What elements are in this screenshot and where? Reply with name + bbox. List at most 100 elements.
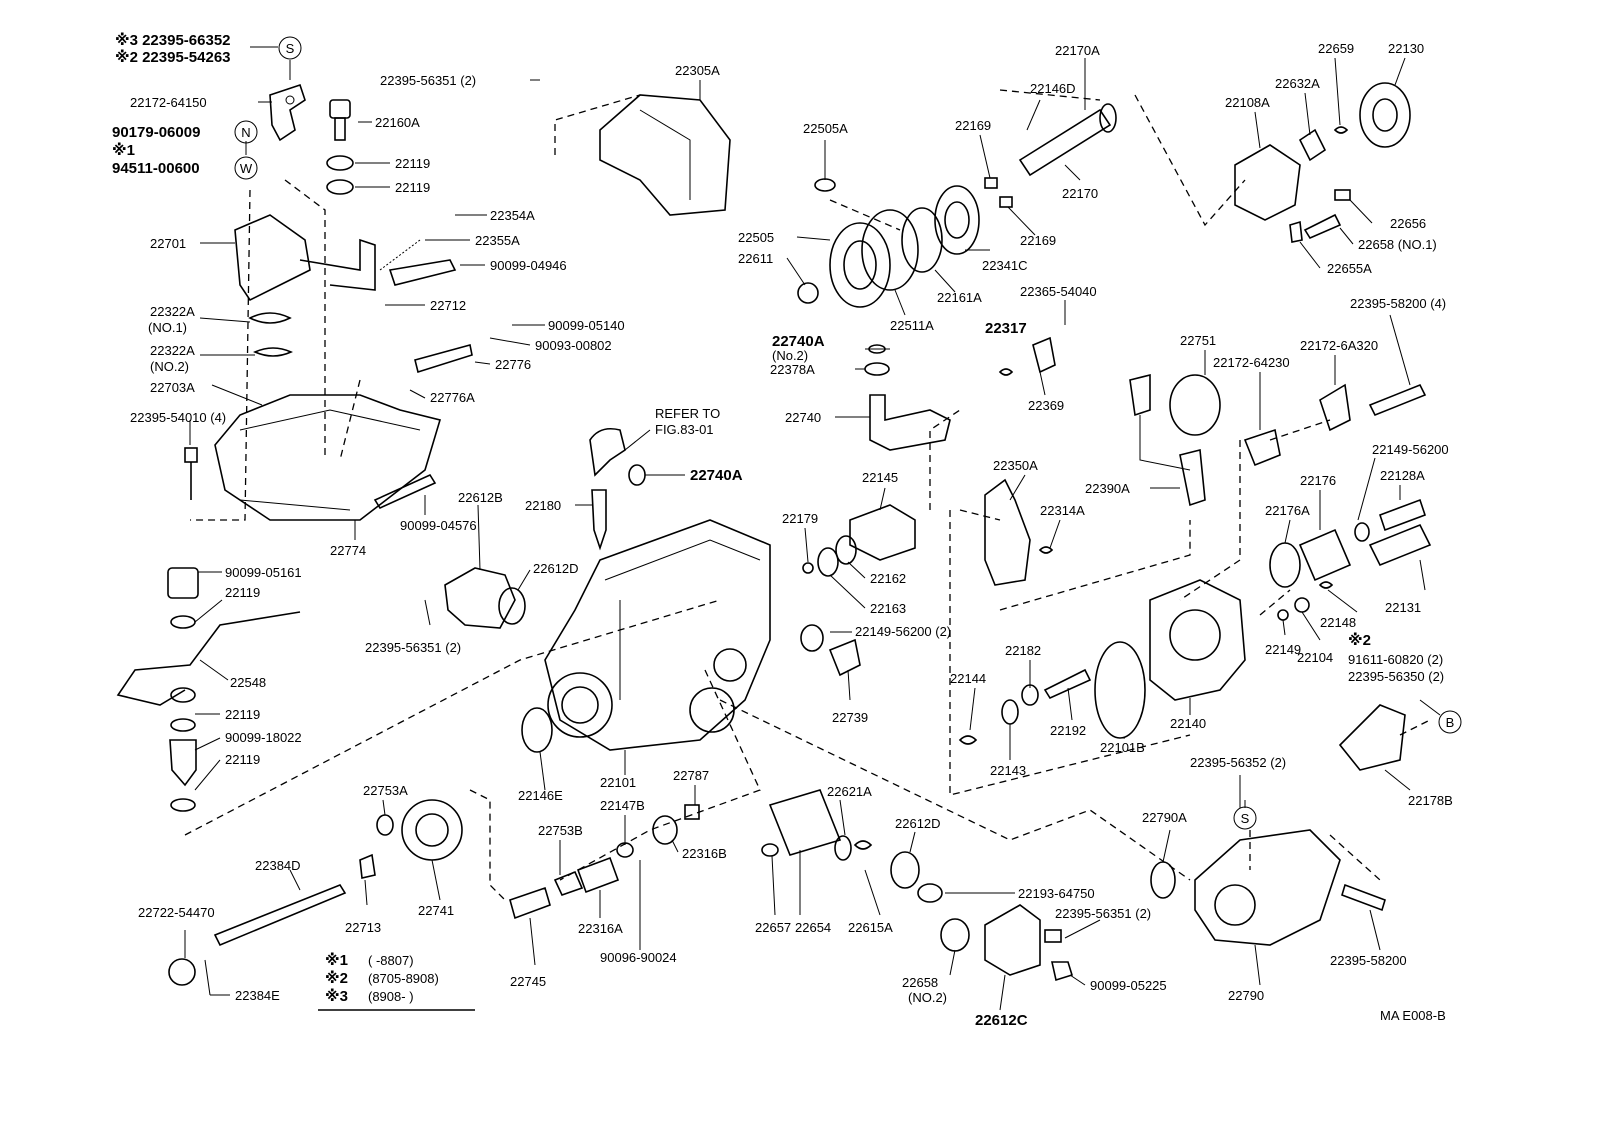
oring-22176A (1269, 542, 1301, 588)
valve-22740 (869, 394, 951, 451)
part-label: 22776A (430, 390, 475, 405)
part-label: 22317 (985, 320, 1027, 337)
part-label: 22146E (518, 788, 563, 803)
part-label: 22384E (235, 988, 280, 1003)
parts (116, 82, 1432, 986)
spring-22144 (958, 735, 978, 745)
nut-22611 (797, 282, 819, 304)
pipe-22548 (116, 611, 301, 706)
gear-22341C (934, 185, 980, 255)
part-label: 22712 (430, 298, 466, 313)
part-label: 22104 (1297, 650, 1333, 665)
part-22745 (509, 886, 551, 920)
symbol-s-bottom: S (1233, 806, 1257, 830)
part-label: 22146D (1030, 81, 1076, 96)
part-label: 22395-56351 (2) (1055, 906, 1151, 921)
part-label: 22162 (870, 571, 906, 586)
part-label: 22172-64230 (1213, 355, 1290, 370)
sensor-connector (1129, 373, 1151, 417)
bolt-22395-54010 (184, 447, 198, 463)
pin-22655A (1289, 220, 1303, 243)
symbol-w: W (234, 156, 258, 180)
part-label: 22703A (150, 380, 195, 395)
symbol-circles: S N W B S (234, 36, 1462, 830)
part-label: 22658 (NO.1) (1358, 237, 1437, 252)
refer-note: REFER TO FIG.83-01 (655, 406, 720, 437)
part-label: 22149-56200 (1372, 442, 1449, 457)
part-22739 (828, 638, 861, 677)
part-label: 22119 (225, 752, 260, 767)
piston-22176 (1298, 528, 1352, 582)
part-label: 22180 (525, 498, 561, 513)
part-label: 22656 (1390, 216, 1426, 231)
lever-22701 (234, 214, 376, 302)
part-label: 22140 (1170, 716, 1206, 731)
pulley-22505 (829, 222, 891, 308)
clip-22656 (1334, 189, 1351, 201)
part-label: 22612C (975, 1012, 1028, 1029)
part-label: 90099-05140 (548, 318, 625, 333)
part-label: 22119 (225, 585, 260, 600)
svg-text:(8908- ): (8908- ) (368, 989, 414, 1004)
part-label: 22655A (1327, 261, 1372, 276)
spring-22317 (998, 368, 1014, 376)
part-label: 22163 (870, 601, 906, 616)
svg-text:(8705-8908): (8705-8908) (368, 971, 439, 986)
part-label: ※2 22395-54263 (115, 48, 231, 66)
part-label: 22774 (330, 543, 366, 558)
sensor-22390A (1179, 448, 1206, 507)
part-label: 22787 (673, 768, 709, 783)
bracket-22172-64230 (1243, 428, 1281, 467)
part-label: 22144 (950, 671, 986, 686)
part-label: 22322A (150, 343, 195, 358)
part-22316B (652, 815, 678, 845)
bolt-22505A (814, 178, 836, 192)
cover-22612B (444, 567, 516, 629)
part-label: 22131 (1385, 600, 1421, 615)
washer-22119-b (326, 179, 354, 195)
part-label: 22701 (150, 236, 186, 251)
svg-text:S: S (1241, 811, 1250, 826)
svg-text:※1: ※1 (325, 951, 348, 969)
spring-22322A-no1 (248, 312, 292, 324)
part-label: 22753B (538, 823, 583, 838)
part-label: 22751 (1180, 333, 1216, 348)
part-label: 90093-00802 (535, 338, 612, 353)
solenoid-ref (589, 427, 626, 477)
part-label: 22722-54470 (138, 905, 215, 920)
part-label: (No.2) (772, 348, 808, 363)
spring-22322A-no2 (253, 347, 293, 357)
part-label: 22740 (785, 410, 821, 425)
cap-90099-05161 (167, 567, 199, 599)
part-label: (NO.1) (148, 320, 187, 335)
spring-22659 (1333, 126, 1349, 134)
svg-text:B: B (1446, 715, 1455, 730)
part-label: ※3 22395-66352 (115, 31, 231, 49)
bracket-22305A (599, 94, 731, 216)
part-label: 22365-54040 (1020, 284, 1097, 299)
leader-lines (184, 46, 1441, 1011)
svg-text:S: S (286, 41, 295, 56)
part-label: 22178B (1408, 793, 1453, 808)
part-label: 22378A (770, 362, 815, 377)
housing-22108A (1234, 144, 1301, 221)
part-label: ※2 (1348, 631, 1371, 649)
part-label: 90099-04946 (490, 258, 567, 273)
part-label: 22341C (982, 258, 1028, 273)
part-label: 90099-05225 (1090, 978, 1167, 993)
gear-22741 (401, 799, 463, 861)
nut-22722-54470 (168, 958, 196, 986)
part-label: 22322A (150, 304, 195, 319)
part-label: 22354A (490, 208, 535, 223)
part-label: 22101 (600, 775, 636, 790)
part-label: 22612D (895, 816, 941, 831)
part-label: 22169 (1020, 233, 1056, 248)
part-label: 22176A (1265, 503, 1310, 518)
part-label: 22193-64750 (1018, 886, 1095, 901)
pulley-22511A (861, 209, 919, 291)
part-label: 22776 (495, 357, 531, 372)
cover-22612C (984, 904, 1041, 976)
symbol-n: N (234, 120, 258, 144)
part-label: 22314A (1040, 503, 1085, 518)
part-label: 22657 (755, 920, 791, 935)
